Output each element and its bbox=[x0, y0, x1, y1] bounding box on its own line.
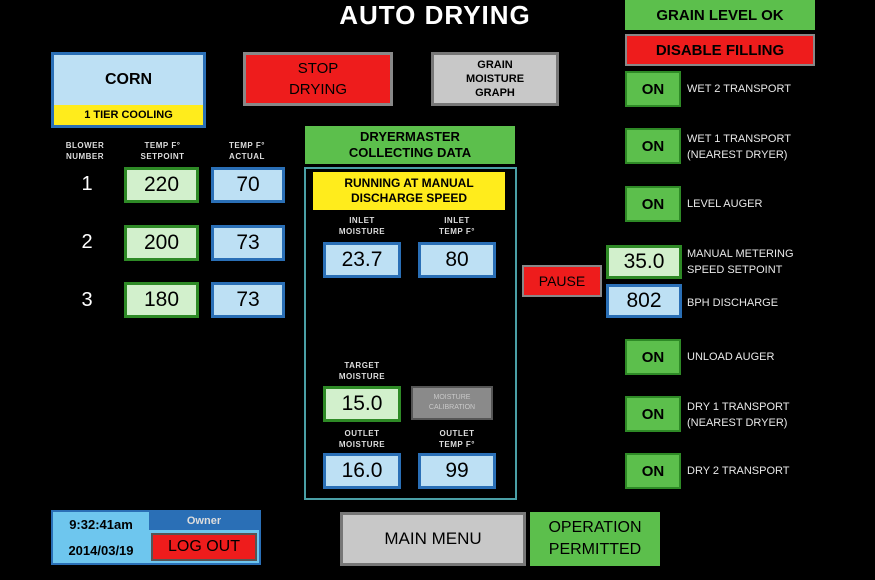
blower-number: 2 bbox=[81, 231, 93, 253]
operation-status: OPERATION PERMITTED bbox=[530, 512, 660, 566]
grain-moisture-graph-button[interactable]: GRAIN MOISTURE GRAPH bbox=[431, 52, 559, 106]
blower-setpoint[interactable]: 220 bbox=[124, 167, 199, 203]
pause-button[interactable]: PAUSE bbox=[522, 265, 602, 297]
bph-discharge-value: 802 bbox=[606, 284, 682, 318]
unload-auger-toggle[interactable]: ON bbox=[625, 339, 681, 375]
setpoint-header: TEMP F° SETPOINT bbox=[140, 141, 185, 161]
blower-actual: 73 bbox=[211, 282, 285, 318]
logout-button[interactable]: LOG OUT bbox=[151, 533, 257, 561]
target-moisture-value[interactable]: 15.0 bbox=[323, 386, 401, 422]
equipment-label: WET 1 TRANSPORT (NEAREST DRYER) bbox=[687, 133, 791, 161]
page-title: AUTO DRYING bbox=[339, 0, 531, 30]
equipment-label: DRY 1 TRANSPORT (NEAREST DRYER) bbox=[687, 401, 790, 429]
actual-header: TEMP F° ACTUAL bbox=[229, 141, 265, 161]
equipment-label: DRY 2 TRANSPORT bbox=[687, 465, 790, 477]
grain-level-status: GRAIN LEVEL OK bbox=[625, 0, 815, 30]
inlet-moisture-value: 23.7 bbox=[323, 242, 401, 278]
equipment-label: WET 2 TRANSPORT bbox=[687, 83, 791, 95]
inlet-moisture-label: INLET MOISTURE bbox=[338, 216, 386, 236]
blower-actual: 70 bbox=[211, 167, 285, 203]
metering-speed-label: MANUAL METERING SPEED SETPOINT bbox=[687, 248, 794, 276]
stop-drying-button[interactable]: STOP DRYING bbox=[243, 52, 393, 106]
user-name: Owner bbox=[149, 512, 259, 530]
blower-number-header: BLOWER NUMBER bbox=[65, 141, 105, 161]
dryermaster-panel bbox=[304, 167, 517, 500]
crop-panel: CORN 1 TIER COOLING bbox=[51, 52, 206, 128]
blower-number: 3 bbox=[81, 289, 93, 311]
level-auger-toggle[interactable]: ON bbox=[625, 186, 681, 222]
outlet-moisture-value: 16.0 bbox=[323, 453, 401, 489]
outlet-temp-value: 99 bbox=[418, 453, 496, 489]
equipment-label: LEVEL AUGER bbox=[687, 198, 763, 210]
running-mode-banner: RUNNING AT MANUAL DISCHARGE SPEED bbox=[313, 172, 505, 210]
main-menu-button[interactable]: MAIN MENU bbox=[340, 512, 526, 566]
crop-button[interactable]: CORN bbox=[54, 55, 203, 105]
clock-date: 2014/03/19 bbox=[68, 542, 134, 558]
blower-actual: 73 bbox=[211, 225, 285, 261]
target-moisture-label: TARGET MOISTURE bbox=[338, 361, 386, 381]
outlet-temp-label: OUTLET TEMP F° bbox=[439, 429, 475, 449]
cooling-mode-label: 1 TIER COOLING bbox=[54, 105, 203, 125]
disable-filling-button[interactable]: DISABLE FILLING bbox=[625, 34, 815, 66]
inlet-temp-label: INLET TEMP F° bbox=[439, 216, 475, 236]
dry-2-transport-toggle[interactable]: ON bbox=[625, 453, 681, 489]
inlet-temp-value: 80 bbox=[418, 242, 496, 278]
dryermaster-status: DRYERMASTER COLLECTING DATA bbox=[305, 126, 515, 164]
blower-setpoint[interactable]: 180 bbox=[124, 282, 199, 318]
blower-setpoint[interactable]: 200 bbox=[124, 225, 199, 261]
moisture-calibration-button[interactable]: MOISTURE CALIBRATION bbox=[411, 386, 493, 420]
equipment-label: UNLOAD AUGER bbox=[687, 351, 775, 363]
outlet-moisture-label: OUTLET MOISTURE bbox=[338, 429, 386, 449]
wet-2-transport-toggle[interactable]: ON bbox=[625, 71, 681, 107]
clock-time: 9:32:41am bbox=[69, 516, 133, 532]
bph-discharge-label: BPH DISCHARGE bbox=[687, 297, 779, 309]
wet-1-transport-toggle[interactable]: ON bbox=[625, 128, 681, 164]
metering-speed-setpoint[interactable]: 35.0 bbox=[606, 245, 682, 279]
dry-1-transport-toggle[interactable]: ON bbox=[625, 396, 681, 432]
blower-number: 1 bbox=[81, 173, 93, 195]
